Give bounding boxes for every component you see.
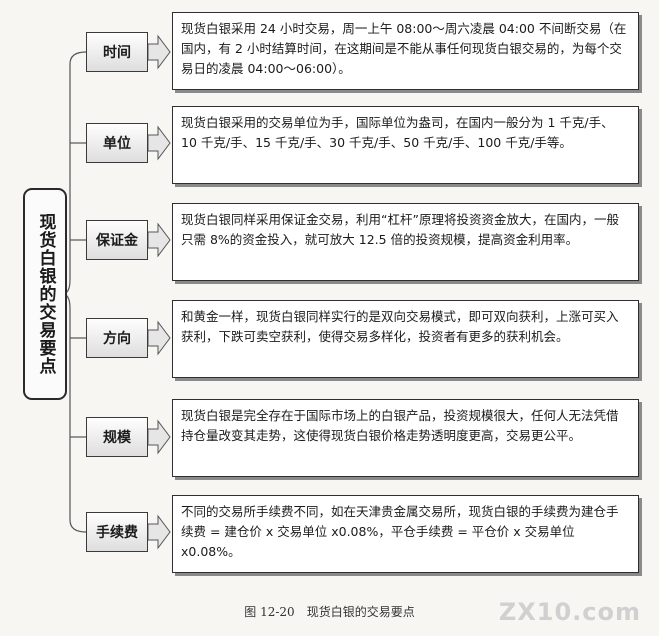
desc-margin: 现货白银同样采用保证金交易，利用“杠杆”原理将投资资金放大，在国内，一般只需 8… [172,203,639,281]
label-direction: 方向 [86,318,148,358]
label-unit: 单位 [86,123,148,163]
watermark: ZX10.com [498,598,641,626]
desc-scale: 现货白银是完全存在于国际市场上的白银产品，投资规模很大，任何人无法凭借持仓量改变… [172,399,639,477]
label-fee: 手续费 [86,512,148,552]
desc-fee: 不同的交易所手续费不同，如在天津贵金属交易所，现货白银的手续费为建仓手续费 = … [172,495,639,573]
root-topic-box: 现货白银的交易要点 [23,188,67,400]
desc-direction: 和黄金一样，现货白银同样实行的是双向交易模式，即可双向获利，上涨可买入获利，下跌… [172,300,639,378]
label-scale: 规模 [86,417,148,457]
figure-caption: 图 12-20 现货白银的交易要点 [244,605,415,619]
label-time: 时间 [86,32,148,72]
desc-unit: 现货白银采用的交易单位为手，国际单位为盎司，在国内一般分为 1 千克/手、10 … [172,106,639,184]
desc-time: 现货白银采用 24 小时交易，周一上午 08:00～周六凌晨 04:00 不间断… [172,12,639,90]
label-margin: 保证金 [86,220,148,260]
